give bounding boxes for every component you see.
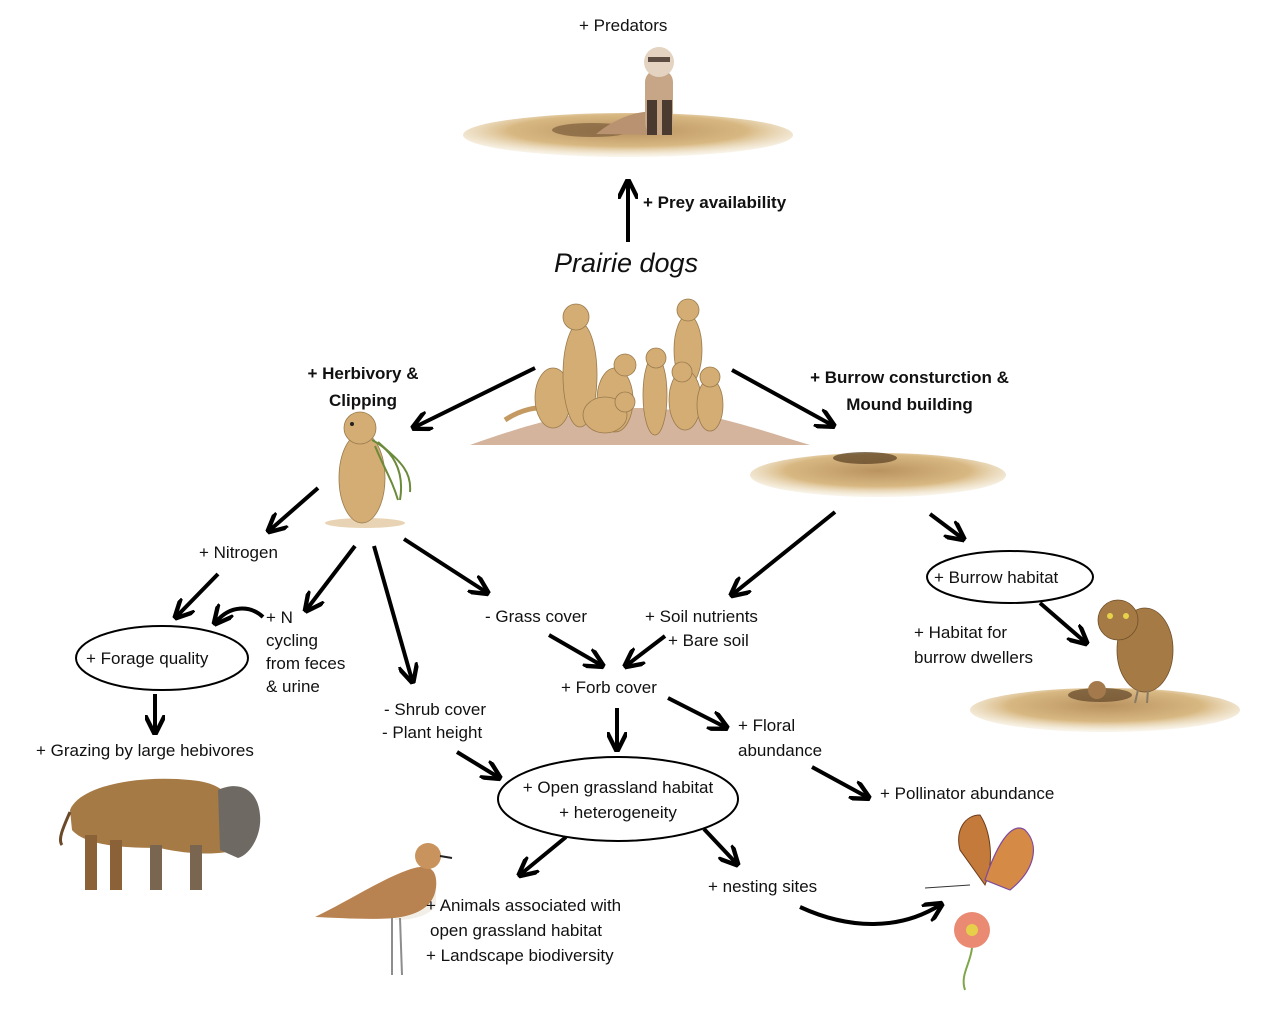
arrow-nitrogen-to-forage: [177, 572, 220, 616]
burrowing-owls-on-mound-illustration: [970, 599, 1240, 732]
label-open-grassland-line2: + heterogeneity: [559, 803, 677, 822]
empty-mound-illustration: [750, 452, 1006, 497]
node-ellipses: [75, 550, 1094, 842]
label-burrow-construction: + Burrow consturction & Mound building: [787, 366, 1032, 416]
arrow-grass-to-forb: [548, 633, 601, 665]
label-burrow-line2: Mound building: [846, 395, 973, 414]
page-title: Prairie dogs: [554, 248, 699, 278]
label-nitrogen: + Nitrogen: [199, 543, 278, 562]
arrow-to-n-cycling: [307, 544, 357, 609]
label-n-cycling-line2: cycling: [266, 631, 318, 650]
arrow-open-grassland-to-animals: [521, 835, 568, 874]
label-open-grassland: + Open grassland habitat + heterogeneity: [498, 776, 738, 824]
label-prey-availability: + Prey availability: [643, 193, 787, 212]
arrow-floral-to-pollinator: [811, 765, 867, 797]
arrow-to-herbivory: [415, 366, 536, 427]
label-floral-abundance: + Floral abundance: [738, 714, 822, 762]
mountain-plover-illustration: [315, 843, 453, 976]
label-plant-height: - Plant height: [382, 723, 483, 742]
label-grass-cover: - Grass cover: [485, 607, 588, 626]
burrow-habitat-ellipse: [926, 550, 1094, 604]
label-herbivory-line2: Clipping: [329, 391, 397, 410]
label-open-grassland-line1: + Open grassland habitat: [522, 778, 714, 797]
arrow-mound-to-burrow-habitat: [928, 512, 962, 538]
label-forage-quality: + Forage quality: [86, 649, 209, 668]
forage-quality-ellipse: [75, 625, 249, 691]
arrow-open-grassland-to-nesting: [702, 827, 736, 863]
ferret-on-mound-illustration: [463, 47, 793, 157]
label-herbivory: + Herbivory & Clipping: [288, 362, 438, 412]
butterfly-on-flower-illustration: [924, 814, 1034, 991]
arrow-soil-to-forb: [627, 634, 667, 665]
arrow-forb-to-floral: [667, 696, 725, 727]
arrow-nesting-to-pollinator: [799, 905, 940, 926]
label-burrow-line1: + Burrow consturction &: [810, 368, 1009, 387]
arrows: [155, 183, 1085, 926]
label-floral-line1: + Floral: [738, 716, 796, 735]
label-floral-line2: abundance: [738, 741, 823, 760]
label-grazing: + Grazing by large hebivores: [36, 741, 254, 760]
arrow-mound-to-soil-nutrients: [733, 510, 837, 594]
arrow-to-shrub-cover: [372, 545, 412, 680]
label-predators: + Predators: [579, 16, 668, 35]
label-nesting-sites: + nesting sites: [708, 877, 818, 896]
label-animals: + Animals associated with open grassland…: [426, 894, 621, 967]
label-herbivory-line1: + Herbivory &: [307, 364, 419, 383]
label-soil-nutrients: + Soil nutrients: [645, 607, 758, 626]
arrow-n-cycling-to-forage: [216, 609, 265, 622]
label-burrow-habitat: + Burrow habitat: [934, 568, 1059, 587]
arrow-to-grass-cover: [402, 537, 486, 592]
label-habitat-dwellers-line1: + Habitat for: [914, 623, 1008, 642]
label-habitat-dwellers-line2: burrow dwellers: [914, 648, 1034, 667]
open-grassland-ellipse: [497, 756, 739, 842]
label-animals-line2: open grassland habitat: [430, 921, 603, 940]
label-n-cycling: + N cycling from feces & urine: [266, 606, 345, 698]
arrow-shrub-to-open-grassland: [455, 750, 498, 777]
label-landscape: + Landscape biodiversity: [426, 946, 614, 965]
label-animals-line1: + Animals associated with: [426, 896, 622, 915]
label-pollinator: + Pollinator abundance: [880, 784, 1055, 803]
label-n-cycling-line3: from feces: [266, 654, 346, 673]
label-bare-soil: + Bare soil: [668, 631, 749, 650]
label-n-cycling-line1: + N: [266, 608, 293, 627]
label-forb-cover: + Forb cover: [561, 678, 657, 697]
prairie-dog-colony-illustration: [470, 298, 810, 445]
label-habitat-dwellers: + Habitat for burrow dwellers: [914, 621, 1033, 669]
bison-illustration: [58, 778, 261, 890]
label-shrub-cover: - Shrub cover: [384, 700, 487, 719]
arrow-burrow-habitat-to-dwellers: [1038, 601, 1085, 642]
prairie-dog-eating-illustration: [325, 411, 412, 528]
arrow-to-nitrogen: [270, 486, 320, 530]
label-n-cycling-line4: & urine: [266, 677, 320, 696]
arrow-to-burrow-construction: [731, 368, 832, 425]
